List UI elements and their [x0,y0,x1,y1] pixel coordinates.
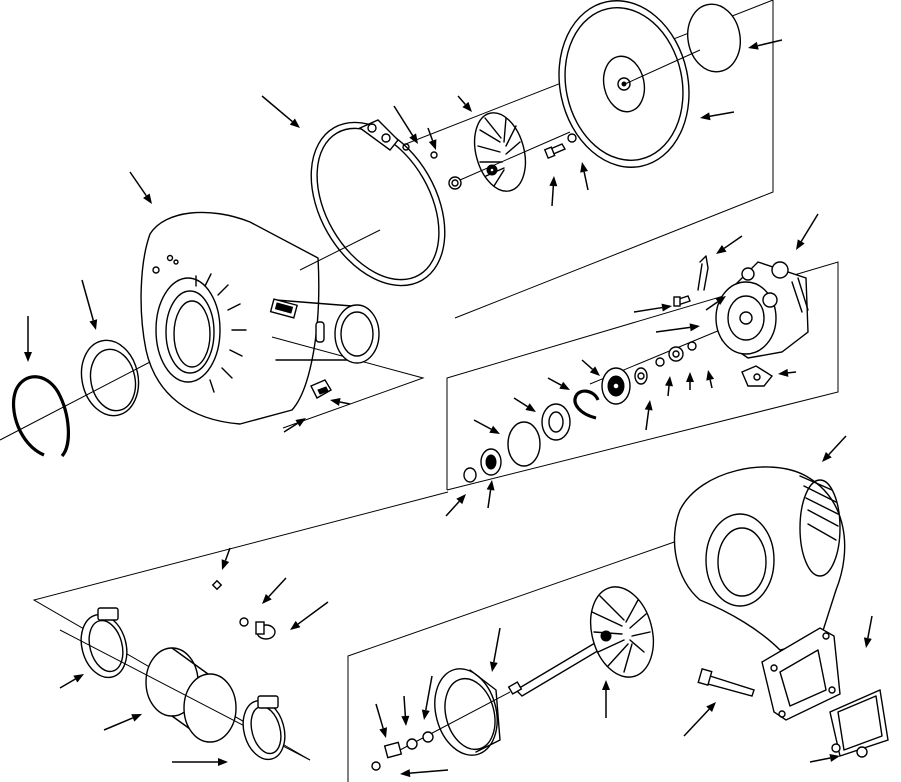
compressor-wheel [473,112,527,192]
turbine-small-o-ring [422,731,434,743]
turbine-nut [856,746,868,758]
leader-arrow [261,95,300,128]
turbine-housing [673,466,846,651]
oil-gasket [741,365,774,387]
leader-arrow [822,435,847,462]
leader-arrow [706,370,715,389]
v-band-clamp [310,119,446,287]
hose-o-ring [239,617,249,627]
leader-arrow [683,702,716,737]
leader-arrow [262,577,287,604]
leader-arrow [633,303,672,313]
leader-arrow [581,359,600,376]
leader-arrow [129,171,152,204]
center-housing-group [446,255,839,491]
hose-washer [211,579,223,591]
leader-arrow [778,368,797,377]
leader-arrow [24,316,32,362]
leader-arrow [421,675,433,720]
center-housing [715,261,809,359]
leader-arrow [457,95,472,112]
leader-arrow [486,480,495,509]
bearing [634,367,648,385]
compressor-housing [140,211,380,425]
bolt [543,143,567,160]
retaining-ring [11,375,70,458]
leader-arrow [283,418,306,433]
leader-arrow [705,296,726,311]
group-outline-compressor-lower [271,336,425,429]
snap-ring [573,389,600,420]
heat-shield [434,668,501,756]
leader-arrow [655,323,700,333]
plug [255,621,276,640]
leader-arrow [716,235,743,254]
compressor-group [0,0,774,458]
leader-arrow [401,695,410,726]
leader-arrow [290,601,329,630]
small-o-ring [463,467,477,483]
center-nut [668,346,684,362]
leader-arrow [427,127,437,150]
leader-arrow [602,680,610,718]
turbine-group [347,466,889,782]
o-ring [567,133,577,143]
hose-clamp-group [32,491,449,761]
turbine-bolt [697,668,755,697]
leader-arrow [393,105,418,144]
leader-arrow [809,754,840,763]
leader-arrow [644,400,653,431]
leader-arrow [59,674,84,689]
hose-clamp-left [80,607,128,679]
piston-ring [655,357,665,367]
center-bolt [673,295,691,307]
leader-arrow [330,398,351,406]
leader-arrow [400,769,449,778]
thrust-washer [507,421,541,467]
leader-arrow [580,162,589,191]
leader-arrow [549,176,558,207]
leader-arrow [489,627,501,672]
leader-arrow [221,547,231,570]
impeller-nut [448,176,462,190]
group-outline-center [446,261,839,491]
leader-arrow [513,397,536,412]
leader-arrow [445,494,466,517]
compressor-o-ring [687,3,741,73]
group-outline-turbine [347,539,681,782]
exhaust-flange [761,627,841,721]
leader-arrow [665,376,673,397]
turbine-wheel-shaft [507,586,655,697]
seal-ring [480,448,502,476]
leader-arrow [81,279,98,330]
leader-arrow [473,419,500,434]
turbine-washer [831,743,841,753]
leader-arrow [796,213,819,250]
thrust-bearing [541,403,571,441]
washer [430,151,438,159]
leader-arrow [748,39,783,50]
turbine-small-nut [383,741,403,759]
exhaust-gasket [829,688,889,757]
backplate [558,0,690,168]
locating-ring [80,339,140,417]
leader-arrow [547,377,570,390]
hose-clamp-right [242,695,286,761]
leader-arrow [103,714,142,731]
leader-arrows [24,39,873,778]
leader-arrow [172,758,228,766]
leader-arrow [863,615,873,648]
leader-arrow [700,111,735,121]
leader-arrow [686,372,694,390]
bracket [697,255,709,291]
hose [145,647,237,743]
leader-arrow [375,703,388,738]
thrust-collar [601,367,631,405]
